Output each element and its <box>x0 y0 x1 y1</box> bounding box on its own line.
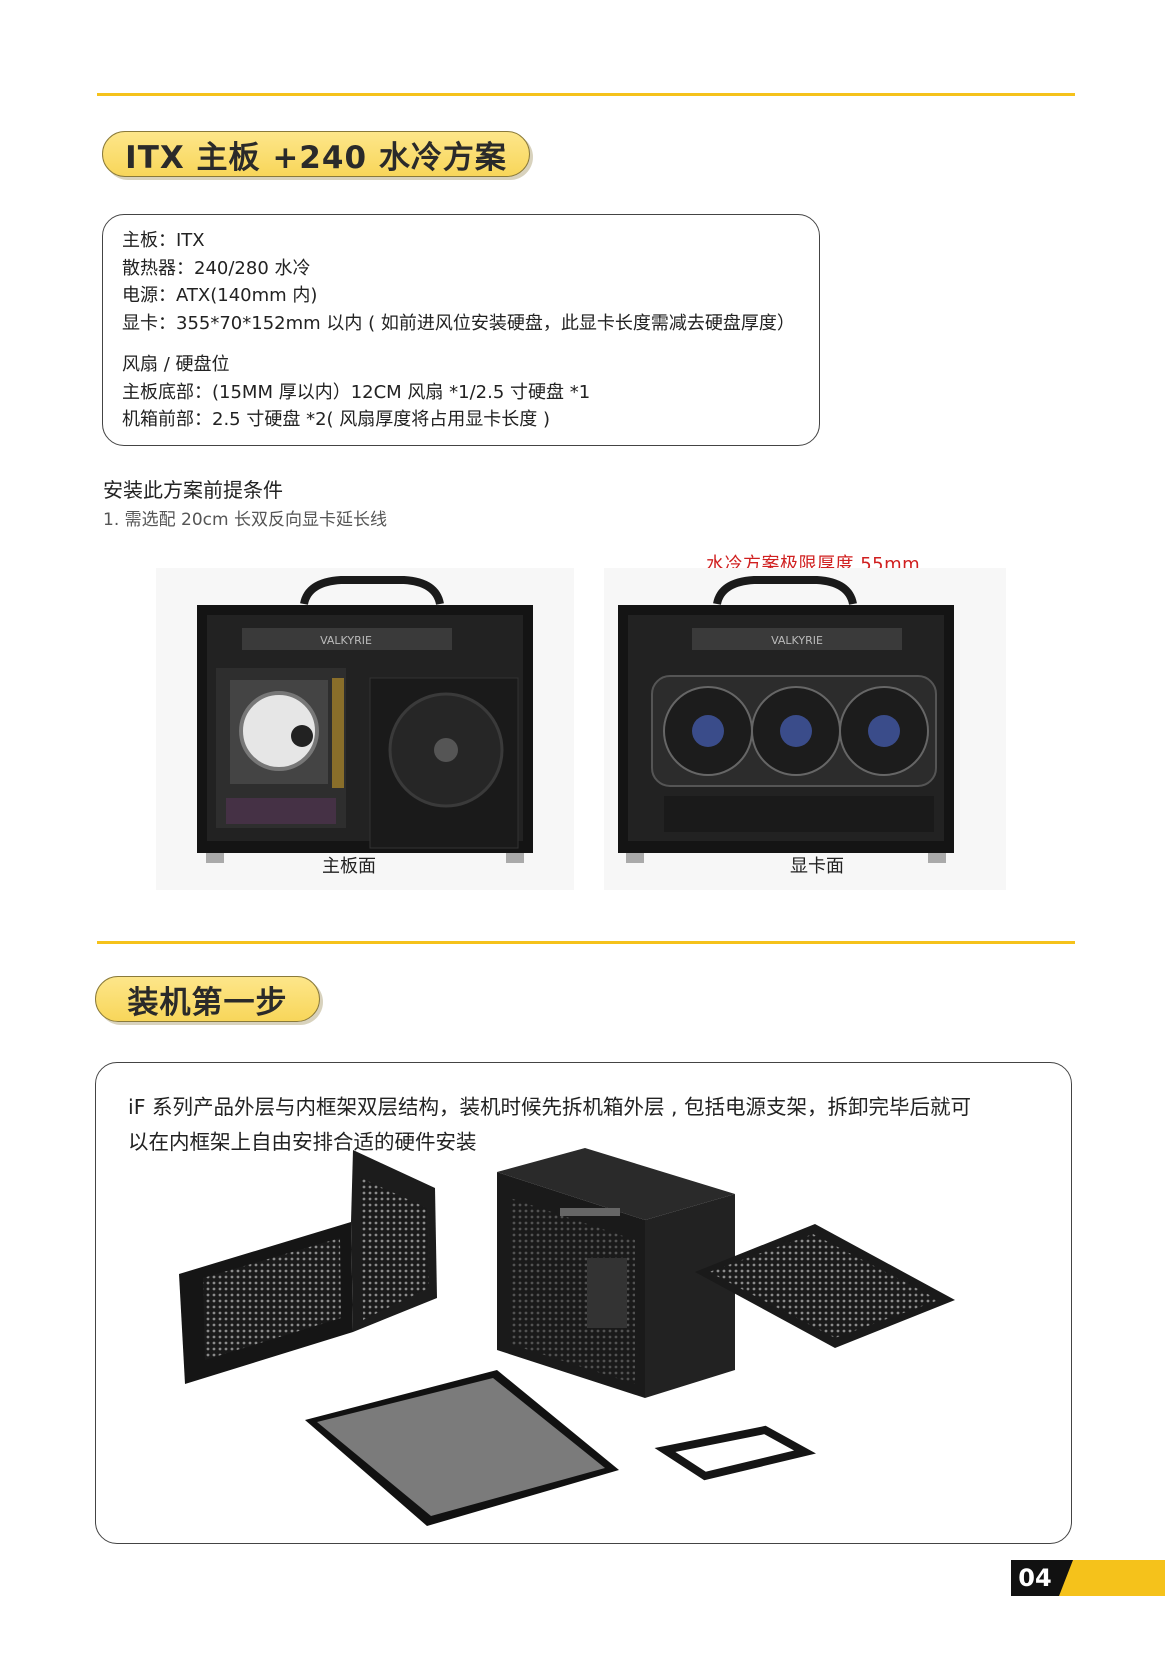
spec-line: 散热器：240/280 水冷 <box>122 257 311 279</box>
spec-line: 主板：ITX <box>122 230 205 251</box>
motherboard-side-photo: VALKYRIE <box>156 568 574 890</box>
gpu-side-photo: VALKYRIE <box>604 568 1006 890</box>
photo-caption-left: 主板面 <box>322 856 376 877</box>
fan-heading: 风扇 / 硬盘位 <box>122 354 230 375</box>
section-title-pill: ITX 主板 +240 水冷方案 <box>102 131 530 177</box>
section-title: 装机第一步 <box>127 984 288 1021</box>
page-tab <box>1011 1560 1165 1596</box>
description-line: 以在内框架上自由安排合适的硬件安装 <box>128 1130 477 1154</box>
step-box <box>95 1062 1072 1544</box>
spec-line: 电源：ATX(140mm 内) <box>122 285 318 306</box>
prereq-title: 安装此方案前提条件 <box>103 478 283 502</box>
top-divider <box>97 93 1075 96</box>
section-divider <box>97 941 1075 944</box>
section-title: ITX 主板 +240 水冷方案 <box>125 139 507 176</box>
spec-line: 主板底部：(15MM 厚以内）12CM 风扇 *1/2.5 寸硬盘 *1 <box>122 381 591 403</box>
exploded-case-photo <box>179 1148 955 1526</box>
cooler-brand-text-right: VALKYRIE <box>771 634 823 647</box>
cooler-brand-text: VALKYRIE <box>320 634 372 647</box>
spec-line: 显卡：355*70*152mm 以内 ( 如前进风位安装硬盘，此显卡长度需减去硬… <box>122 312 795 334</box>
section-title-pill: 装机第一步 <box>95 976 320 1022</box>
description-line: iF 系列产品外层与内框架双层结构，装机时候先拆机箱外层 , 包括电源支架，拆卸… <box>128 1095 972 1119</box>
page-number: 04 <box>1018 1564 1052 1592</box>
photo-caption-right: 显卡面 <box>790 856 844 877</box>
step-description: iF 系列产品外层与内框架双层结构，装机时候先拆机箱外层 , 包括电源支架，拆卸… <box>128 1090 1048 1160</box>
prereq-item: 1. 需选配 20cm 长双反向显卡延长线 <box>103 510 387 530</box>
spec-line: 机箱前部：2.5 寸硬盘 *2( 风扇厚度将占用显卡长度 ) <box>122 409 551 430</box>
spec-box: 主板：ITX 散热器：240/280 水冷 电源：ATX(140mm 内) 显卡… <box>102 214 820 446</box>
